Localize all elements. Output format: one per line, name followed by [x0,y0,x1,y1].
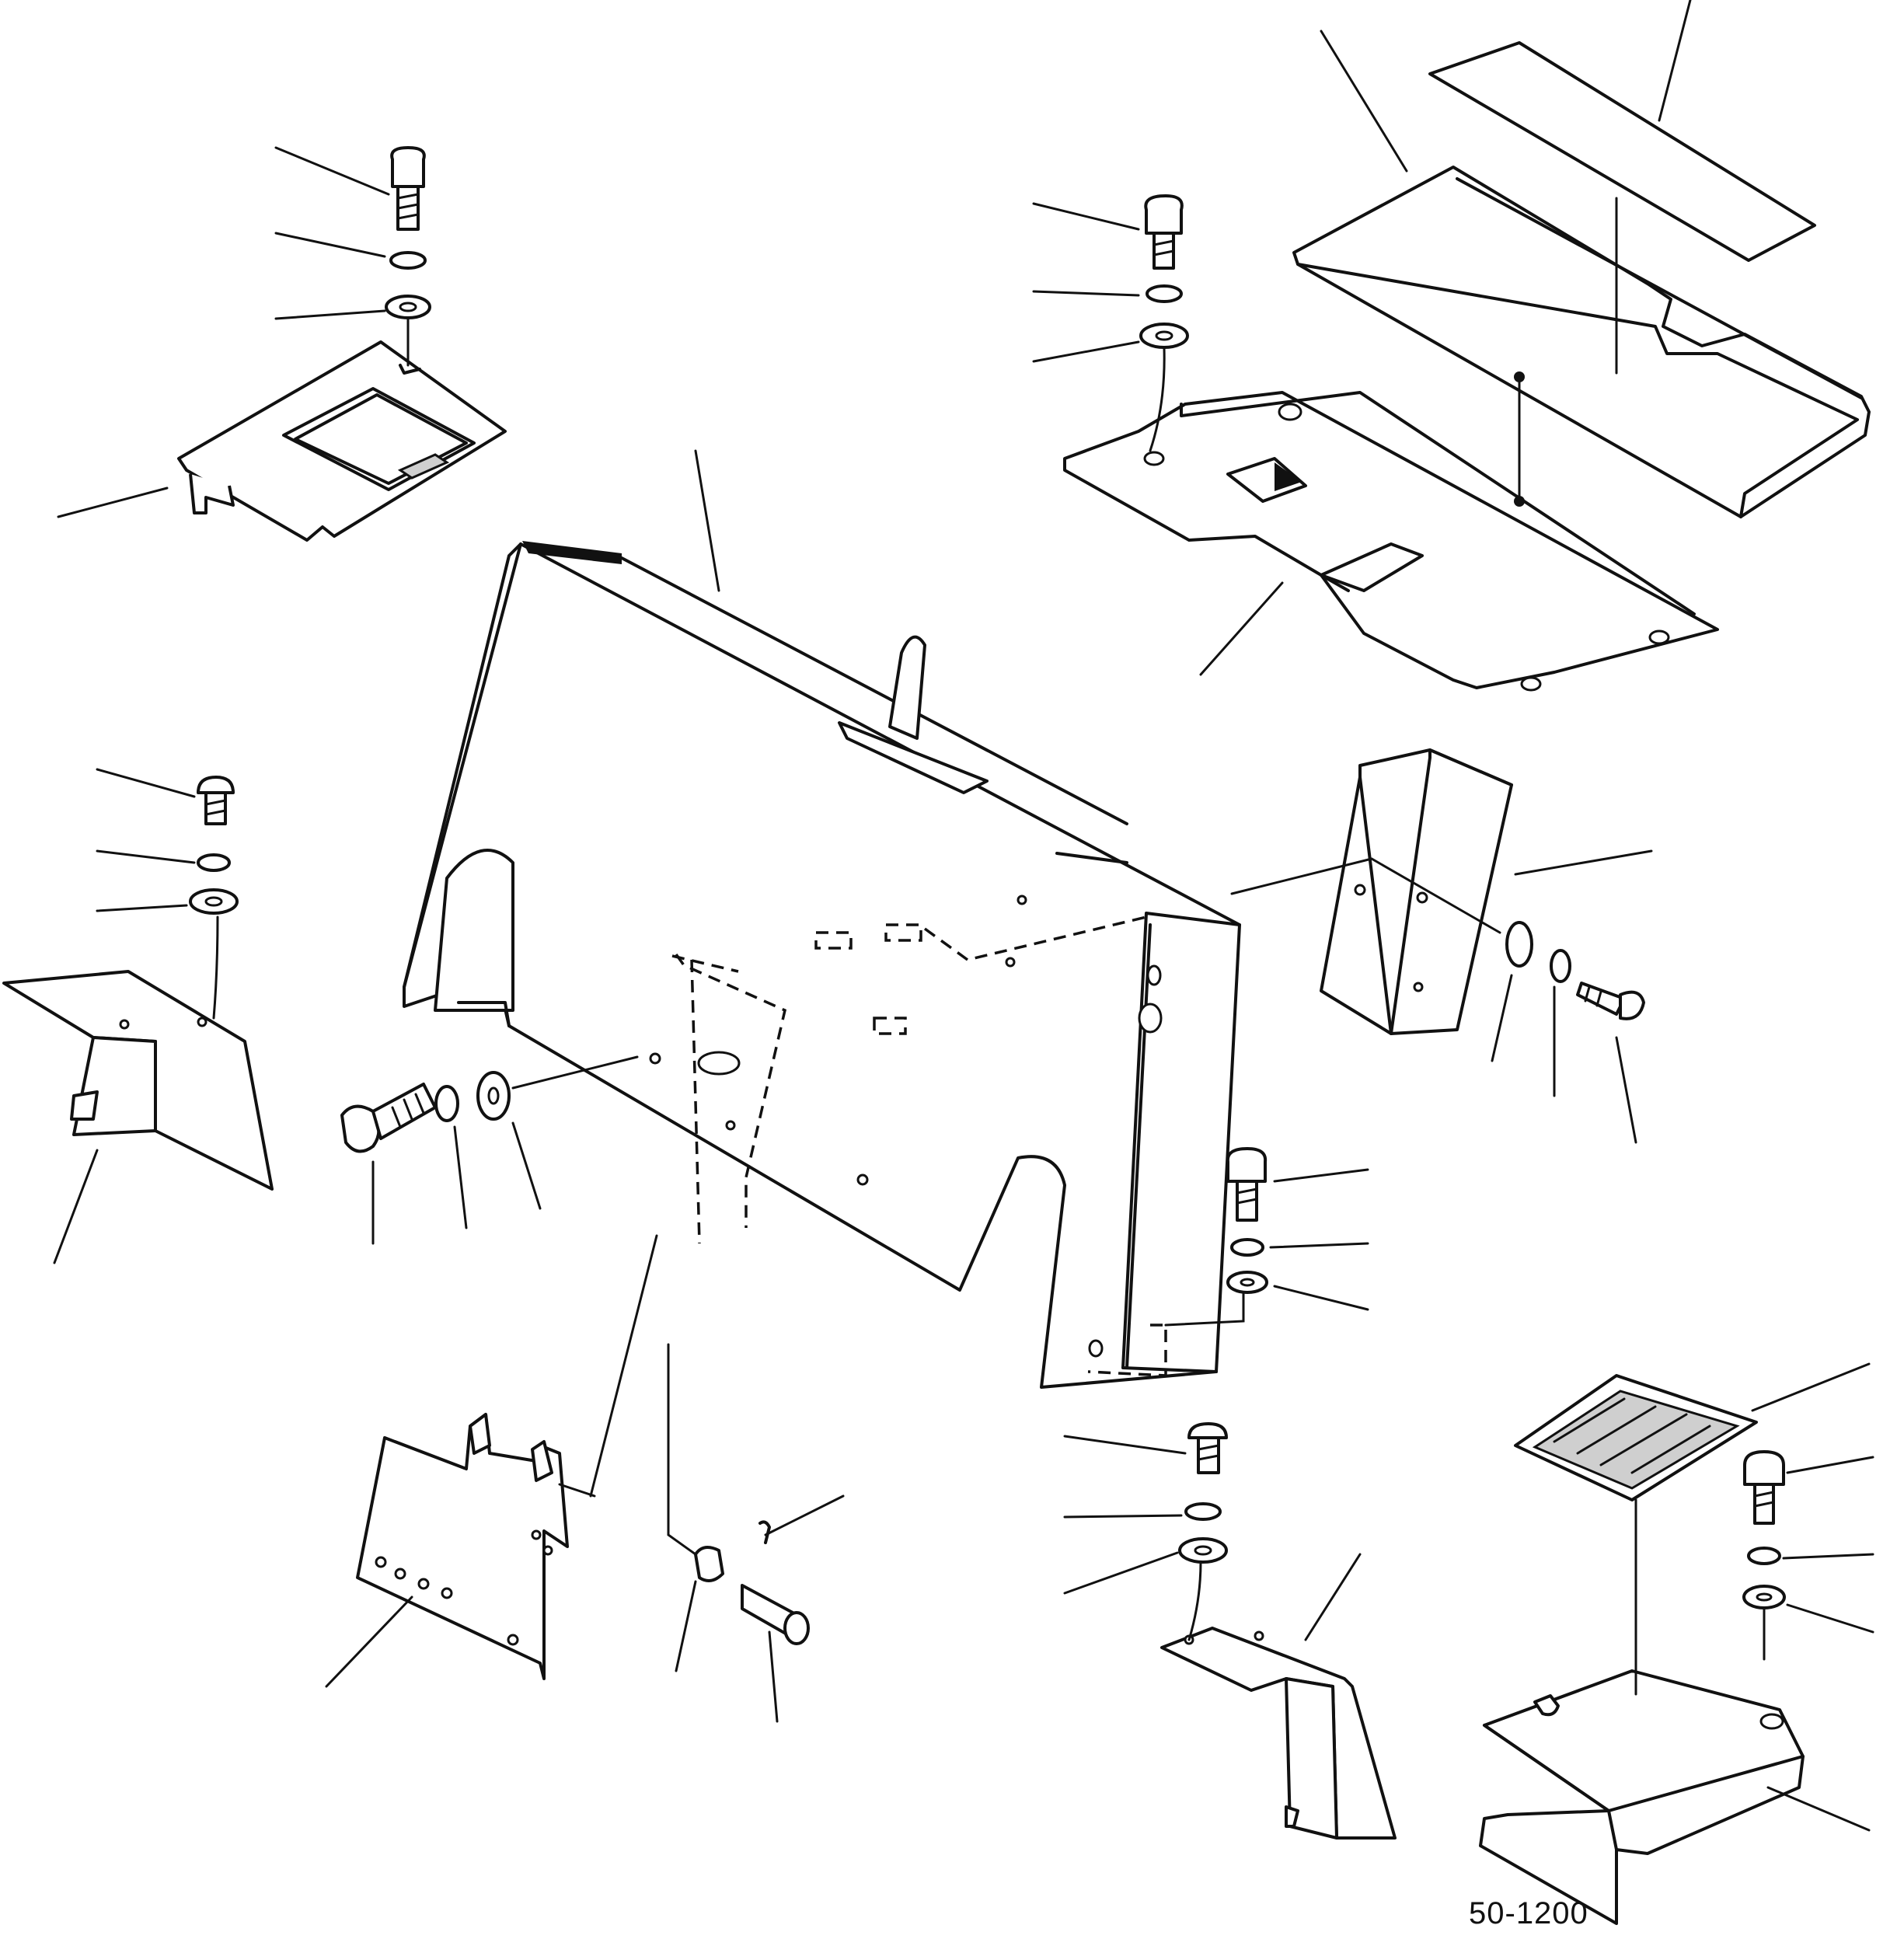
top-right-cover-plates [1063,41,1871,692]
right-bolt-set [1505,921,1645,1020]
bottom-center-bracket [1160,1627,1397,1840]
figure-code-label: 50-1200 [1469,1896,1588,1930]
center-left-bolt-set [340,1071,511,1153]
main-side-panel [403,541,1241,1389]
callout-leader-lines [53,0,1874,1832]
top-left-bolt-set [385,146,431,367]
top-right-bolt-set [1139,194,1189,452]
bottom-right-cover [1479,1669,1805,1925]
right-u-bracket [1320,748,1513,1035]
bottom-left-plate [356,1413,569,1680]
left-bracket [2,970,274,1191]
bottom-right-label-plate [1514,1374,1758,1501]
left-bolt-set [189,776,239,1020]
bottom-right-bolt-set [1742,1450,1786,1661]
bottom-center-bolt-set [1178,1422,1228,1641]
pin-and-clip [667,1343,810,1645]
right-center-bolt-set [1164,1147,1268,1327]
top-left-cover-plate [177,340,507,542]
